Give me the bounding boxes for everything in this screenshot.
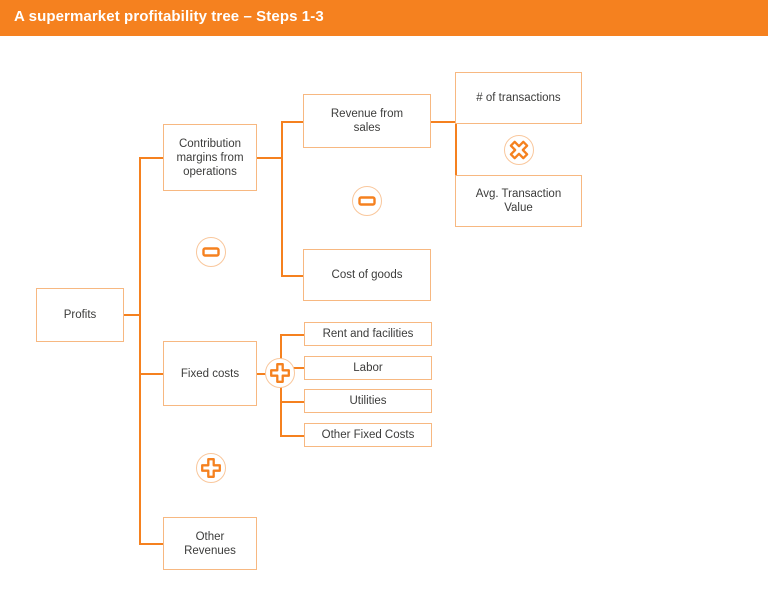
node-utilities-label: Utilities — [349, 395, 387, 407]
connector-main-spine — [139, 157, 141, 544]
connector-subspine-to-cost-of-goods — [281, 275, 305, 277]
node-labor-label: Labor — [353, 362, 383, 374]
node-fixed-costs[interactable]: Fixed costs — [163, 341, 257, 406]
node-avg-transaction-value[interactable]: Avg. Transaction Value — [455, 175, 582, 227]
node-labor[interactable]: Labor — [304, 356, 432, 380]
node-avg-transaction-value-label: Avg. Transaction Value — [475, 188, 562, 214]
node-profits-label: Profits — [63, 309, 97, 321]
node-profits[interactable]: Profits — [36, 288, 124, 342]
node-rent-and-facilities[interactable]: Rent and facilities — [304, 322, 432, 346]
node-cost-of-goods-label: Cost of goods — [331, 269, 403, 281]
node-num-transactions-label: # of transactions — [476, 92, 561, 104]
node-other-revenues-label: Other Revenues — [184, 530, 236, 557]
connector-spine-to-fixed-costs — [139, 373, 164, 375]
connector-subspine-to-revenue — [281, 121, 305, 123]
operator-minus-icon — [352, 186, 382, 216]
connector-spine-to-other-revenues — [139, 543, 164, 545]
node-num-transactions[interactable]: # of transactions — [455, 72, 582, 124]
operator-minus-icon — [196, 237, 226, 267]
node-contribution-margins[interactable]: Contribution margins from operations — [163, 124, 257, 191]
node-other-fixed-costs[interactable]: Other Fixed Costs — [304, 423, 432, 447]
connector-contribution-subspine — [281, 121, 283, 277]
connector-subspine-to-other-fixed — [280, 435, 304, 437]
operator-multiply-icon — [504, 135, 534, 165]
node-other-revenues[interactable]: Other Revenues — [163, 517, 257, 570]
title-bar: A supermarket profitability tree – Steps… — [0, 0, 768, 36]
connector-contribution-to-subspine — [257, 157, 282, 159]
node-contribution-margins-label: Contribution margins from operations — [176, 137, 244, 178]
node-cost-of-goods[interactable]: Cost of goods — [303, 249, 431, 301]
page-title: A supermarket profitability tree – Steps… — [14, 8, 324, 25]
connector-revenue-to-subspine — [431, 121, 456, 123]
connector-profits-to-spine — [124, 314, 140, 316]
connector-spine-to-contribution — [139, 157, 164, 159]
node-utilities[interactable]: Utilities — [304, 389, 432, 413]
connector-revenue-subspine — [455, 98, 457, 202]
node-revenue-from-sales[interactable]: Revenue from sales — [303, 94, 431, 148]
node-other-fixed-costs-label: Other Fixed Costs — [321, 429, 415, 441]
node-fixed-costs-label: Fixed costs — [180, 367, 240, 380]
operator-plus-icon — [265, 358, 295, 388]
node-revenue-from-sales-label: Revenue from sales — [330, 108, 404, 134]
diagram-area: Profits Contribution margins from operat… — [0, 36, 768, 592]
connector-subspine-to-utilities — [280, 401, 304, 403]
connector-subspine-to-rent — [280, 334, 304, 336]
operator-plus-icon — [196, 453, 226, 483]
node-rent-and-facilities-label: Rent and facilities — [322, 328, 414, 340]
